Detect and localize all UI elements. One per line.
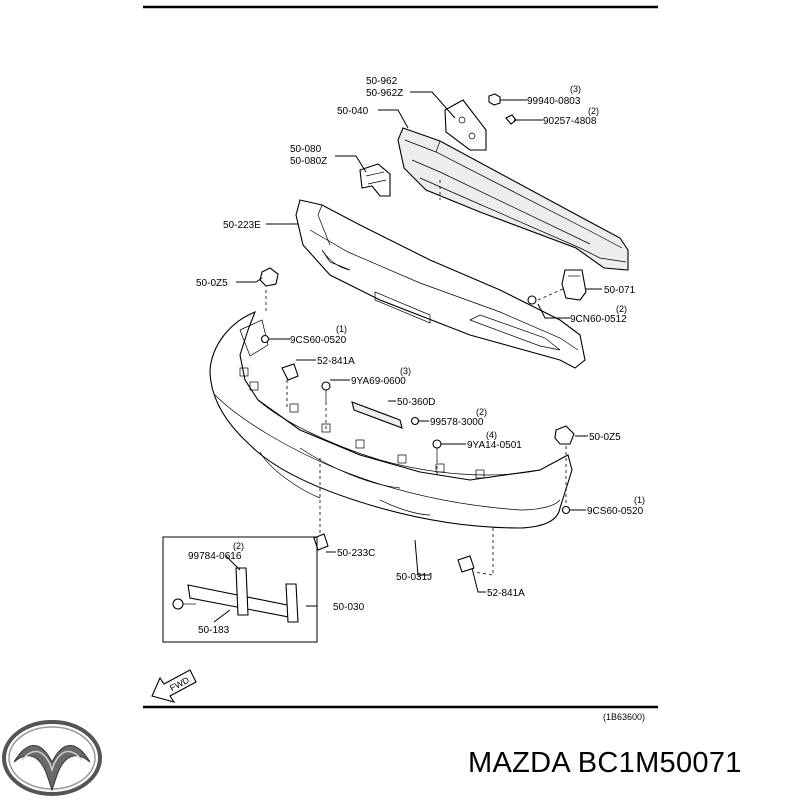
retainer-50-0Z5-left: [259, 267, 279, 287]
rivet-99578-3000: [410, 416, 420, 426]
callout-50-962: 50-962: [366, 76, 398, 87]
figure-ref: (1B63600): [603, 712, 645, 722]
callout-52-841A-upper: 52-841A: [317, 356, 355, 367]
forward-arrow-icon: FWD: [151, 669, 197, 703]
screw-9CS60-0520-upper: [260, 334, 270, 344]
callout-50-030: 50-030: [333, 602, 365, 613]
qty-9CN60-0512: (2): [616, 304, 627, 314]
callout-50-080: 50-080: [290, 144, 322, 155]
part-caption: MAZDA BC1M50071: [468, 747, 742, 779]
bumper-cover: [209, 311, 573, 529]
mazda-logo-icon: [2, 720, 102, 796]
energy-absorber: [295, 199, 586, 369]
callout-50-233C: 50-233C: [337, 548, 375, 559]
callout-50-080Z: 50-080Z: [290, 156, 327, 167]
qty-9YA69-0600: (3): [400, 366, 411, 376]
clip-52-841A-lower: [457, 555, 475, 573]
qty-99578-3000: (2): [476, 407, 487, 417]
callout-50-223E: 50-223E: [223, 220, 261, 231]
callout-52-841A-lower: 52-841A: [487, 588, 525, 599]
callout-50-040: 50-040: [337, 106, 369, 117]
callout-9CS60-0520-upper: 9CS60-0520: [290, 335, 347, 346]
callout-50-360D: 50-360D: [397, 397, 435, 408]
bracket-50-080: [359, 163, 391, 197]
callout-99578-3000: 99578-3000: [430, 417, 484, 428]
screw-9CS60-0520-lower: [561, 505, 571, 515]
qty-99940-0803: (3): [570, 84, 581, 94]
leader-lines: [213, 91, 602, 623]
callout-labels: 50-962 50-962Z 50-040 (3) 99940-0803 (2)…: [188, 76, 645, 636]
clip-52-841A-upper: [281, 363, 299, 381]
callout-9CN60-0512: 9CN60-0512: [570, 314, 627, 325]
screw-9YA14-0501: [432, 439, 442, 460]
assembly-lines: [265, 180, 567, 576]
callout-99940-0803: 99940-0803: [527, 96, 581, 107]
bracket-50-962: [444, 99, 487, 151]
callout-99784-0616: 99784-0616: [188, 551, 242, 562]
callout-9YA69-0600: 9YA69-0600: [351, 376, 406, 387]
qty-9CS60-0520-upper: (1): [336, 324, 347, 334]
qty-90257-4808: (2): [588, 106, 599, 116]
callout-50-183: 50-183: [198, 625, 230, 636]
retainer-50-0Z5-right: [554, 425, 575, 445]
qty-99784-0616: (2): [233, 541, 244, 551]
callout-50-962Z: 50-962Z: [366, 88, 403, 99]
callout-9CS60-0520-lower: 9CS60-0520: [587, 506, 644, 517]
callout-9YA14-0501: 9YA14-0501: [467, 440, 522, 451]
callout-50-031J: 50-031J: [396, 572, 432, 583]
bracket-50-071: [561, 269, 587, 301]
plate-bracket-inset: [162, 536, 318, 643]
callout-50-071: 50-071: [604, 285, 636, 296]
nut-99940-0803: [488, 93, 501, 106]
clip-50-233C: [313, 533, 329, 551]
screw-9YA69-0600: [321, 381, 331, 402]
bumper-reinforcement: [397, 127, 629, 271]
screw-9CN60-0512: [527, 295, 537, 305]
qty-9CS60-0520-lower: (1): [634, 495, 645, 505]
bracket-50-360D: [351, 401, 403, 429]
callout-50-0Z5-right: 50-0Z5: [589, 432, 621, 443]
qty-9YA14-0501: (4): [486, 430, 497, 440]
callout-90257-4808: 90257-4808: [543, 116, 597, 127]
callout-50-0Z5-left: 50-0Z5: [196, 278, 228, 289]
